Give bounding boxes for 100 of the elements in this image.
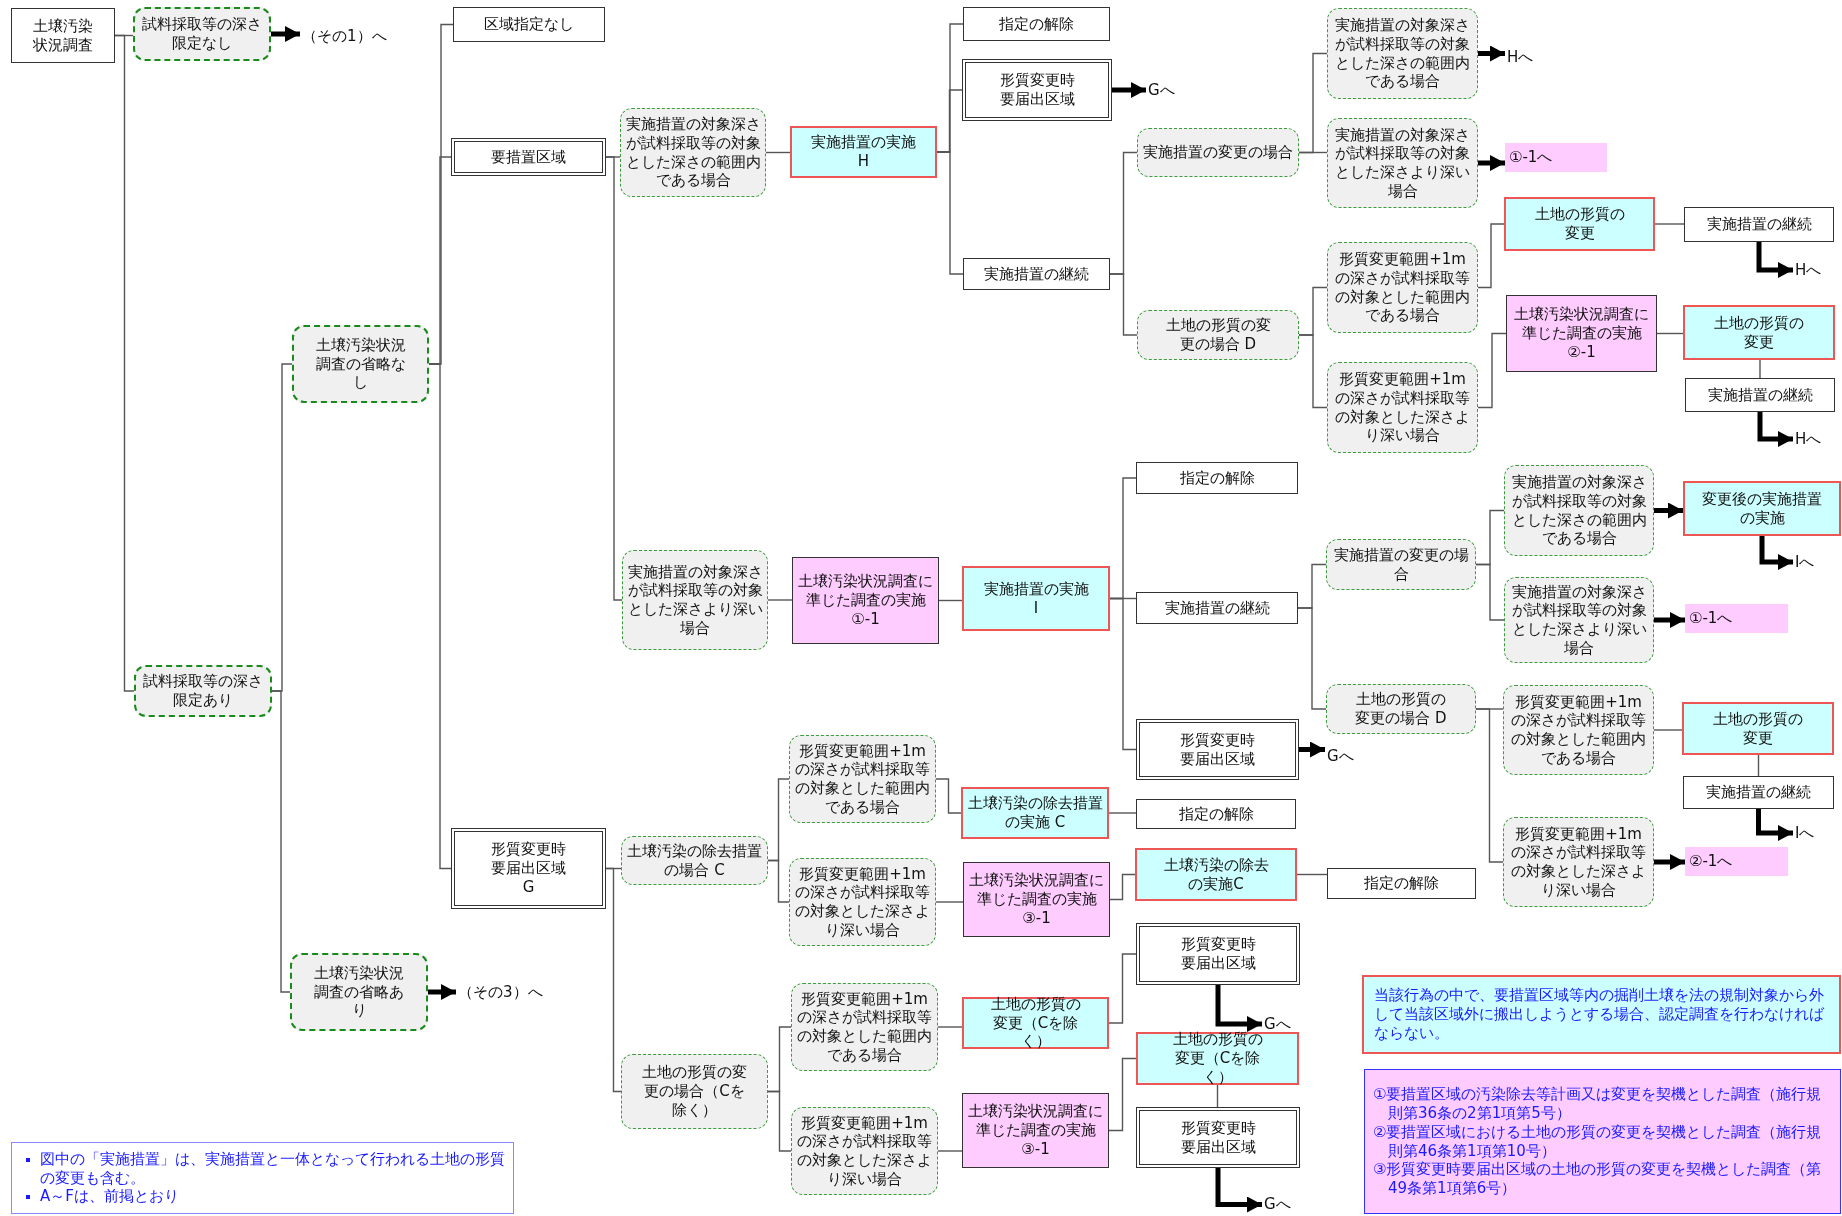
- arrow: [428, 984, 456, 1000]
- condition-box: [789, 858, 936, 946]
- box-label: 試料採取等の深さ限定あり: [142, 672, 264, 710]
- jump-label: Hへ: [1793, 424, 1824, 454]
- box-label: 土壌汚染状況調査に準じた調査の実施 ③-1: [967, 1102, 1104, 1159]
- note-box: [11, 1142, 514, 1214]
- box-label: 指定の解除: [1178, 804, 1254, 824]
- note-text: 図中の「実施措置」は、実施措置と一体となって行われる土地の形質の変更も含む。: [40, 1149, 505, 1188]
- connector-line: [1297, 607, 1327, 710]
- jump-label: （その3）へ: [456, 978, 545, 1006]
- footnote-text: ②要措置区域における土地の形質の変更を契機とした調査（施行規則第46条第1項第10号）: [1373, 1122, 1823, 1161]
- action-box: [962, 566, 1110, 631]
- connector-line: [1216, 1084, 1219, 1108]
- arrow: [1299, 741, 1325, 758]
- box-label: 形質変更時要届出区域 G: [490, 840, 567, 897]
- action-box: [1682, 702, 1834, 755]
- arrow: [1654, 502, 1683, 519]
- box-label: 試料採取等の深さ限定なし: [141, 15, 263, 53]
- condition-box: [290, 953, 428, 1031]
- arrow: [1654, 612, 1685, 628]
- box-label: 指定の解除: [1364, 874, 1439, 893]
- box-label: 形質変更範囲+1mの深さが試料採取等の対象とした範囲内である場合: [1510, 692, 1647, 768]
- connector-line: [605, 156, 623, 601]
- result-box: [1684, 207, 1834, 242]
- result-box: [1136, 462, 1298, 494]
- footnote-box: [1364, 1069, 1841, 1214]
- condition-box: [1504, 465, 1654, 556]
- connector-line: [1656, 332, 1684, 335]
- connector-line: [938, 599, 963, 602]
- condition-box: [1503, 685, 1654, 775]
- arrow: [1756, 242, 1793, 278]
- result-box: [963, 258, 1110, 290]
- box-label: 指定の解除: [999, 14, 1074, 34]
- connector-line: [1108, 1057, 1137, 1132]
- box-label: 形質変更範囲+1mの深さが試料採取等の対象とした範囲内である場合: [1334, 250, 1471, 325]
- condition-box: [1327, 8, 1478, 99]
- condition-box: [1327, 362, 1478, 453]
- arrow: [1215, 985, 1262, 1032]
- survey-box: [963, 862, 1110, 937]
- box-label: 実施措置の対象深さが試料採取等の対象とした深さより深い場合: [1510, 582, 1648, 658]
- condition-box: [133, 7, 271, 61]
- box-label: 実施措置の実施 H: [810, 133, 917, 171]
- box-label: 形質変更範囲+1mの深さが試料採取等の対象とした範囲内である場合: [796, 989, 933, 1065]
- condition-box: [1326, 539, 1476, 590]
- box-label: 実施措置の対象深さが試料採取等の対象とした深さより深い場合: [627, 562, 763, 638]
- box-label: 実施措置の継続: [984, 264, 1089, 284]
- connector-line: [1296, 873, 1328, 876]
- connector-line: [1477, 223, 1505, 289]
- result-box: [1683, 776, 1834, 809]
- connector-line: [1298, 151, 1328, 154]
- condition-box: [1503, 817, 1654, 907]
- connector-line: [1757, 754, 1760, 777]
- box-label: 実施措置の変更の場合: [1332, 545, 1470, 584]
- box-label: 土壌汚染の除去措置の実施 C: [967, 794, 1103, 832]
- result-box: [1136, 592, 1298, 624]
- connector-line: [767, 859, 790, 903]
- box-label: 実施措置の対象深さが試料採取等の対象とした深さの範囲内である場合: [625, 115, 761, 190]
- box-label: 実施措置の継続: [1706, 215, 1812, 234]
- zone-box: [1136, 923, 1300, 985]
- condition-box: [621, 1054, 768, 1129]
- connector-line: [1109, 873, 1136, 901]
- box-label: 土地の形質の変更の場合 D: [1164, 316, 1272, 354]
- jump-label: Iへ: [1793, 547, 1817, 577]
- footnote-text: ③形質変更時要届出区域の土地の形質の変更を契機とした調査（第49条第1項第6号）: [1373, 1160, 1823, 1198]
- condition-box: [791, 983, 938, 1071]
- box-label: 土壌汚染の除去の実施C: [1162, 855, 1270, 894]
- connector-line: [767, 599, 793, 601]
- jump-label: Hへ: [1505, 42, 1536, 72]
- box-label: 土地の形質の変更（Cを除く）: [1171, 1030, 1264, 1087]
- box-label: 区域指定なし: [484, 15, 574, 34]
- connector-line: [1108, 812, 1137, 814]
- box-label: 実施措置の継続: [1706, 783, 1811, 802]
- result-box: [1136, 799, 1296, 829]
- box-label: 土壌汚染状況調査の省略あり: [313, 963, 405, 1021]
- jump-label: ①-1へ: [1505, 143, 1607, 172]
- action-box: [1504, 197, 1655, 251]
- connector-line: [605, 867, 622, 1093]
- action-box: [1135, 848, 1297, 901]
- box-label: 形質変更範囲+1mの深さが試料採取等の対象とした深さより深い場合: [794, 864, 931, 940]
- result-box: [1327, 868, 1476, 899]
- box-label: 土地の形質の変更の場合（Cを除く）: [641, 1063, 748, 1120]
- box-label: 実施措置の継続: [1164, 598, 1270, 618]
- zone-box: [1136, 719, 1299, 780]
- condition-box: [1137, 128, 1299, 177]
- connector-line: [937, 1150, 963, 1152]
- box-label: 土壌汚染状況調査の省略なし: [314, 335, 407, 393]
- box-label: 実施措置の実施 I: [982, 579, 1090, 618]
- box-label: 形質変更時要届出区域: [998, 71, 1076, 109]
- condition-box: [1327, 242, 1478, 333]
- condition-box: [791, 1107, 938, 1195]
- note-box: [1362, 975, 1841, 1054]
- connector-line: [937, 1026, 963, 1028]
- jump-label: Iへ: [1793, 818, 1817, 848]
- condition-box: [1137, 310, 1299, 360]
- result-box: [1685, 378, 1835, 412]
- connector-line: [765, 151, 791, 154]
- jump-label: Gへ: [1146, 75, 1177, 105]
- connector-line: [1759, 359, 1761, 379]
- connector-line: [1654, 223, 1685, 225]
- connector-line: [1109, 597, 1137, 751]
